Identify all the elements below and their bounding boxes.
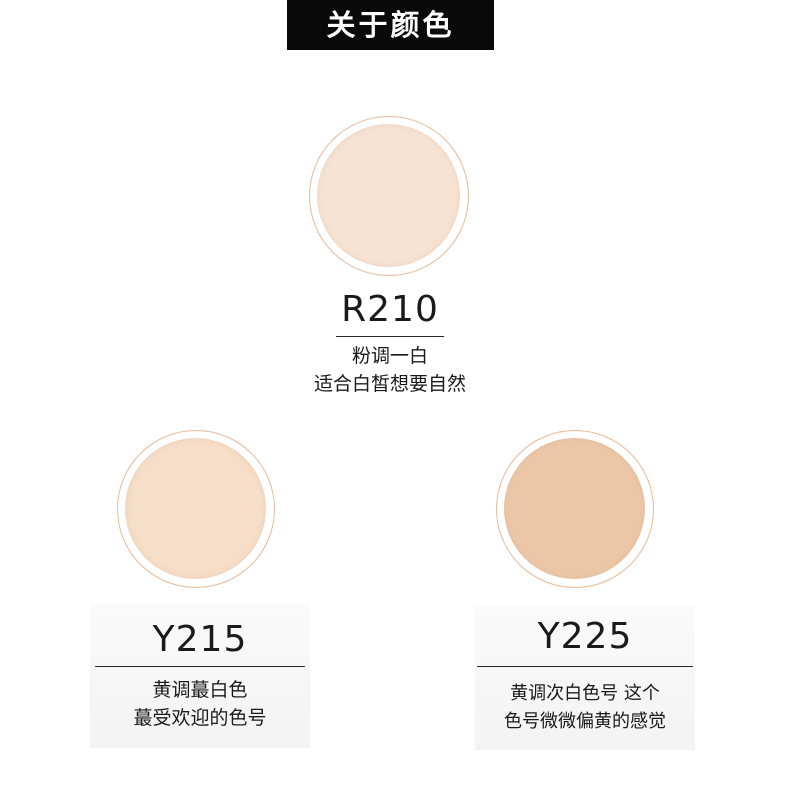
shade-code: Y215 xyxy=(152,619,248,660)
shade-divider xyxy=(477,666,693,667)
shade-divider xyxy=(95,666,305,667)
swatch-r210-fill xyxy=(317,124,460,267)
header-bar: 关于颜色 xyxy=(287,0,494,50)
swatch-r210 xyxy=(309,116,469,276)
shade-desc-line1: 黄调蕞白色 xyxy=(152,679,248,701)
shade-desc-line2: 蕞受欢迎的色号 xyxy=(133,707,267,729)
shade-card-y225: Y225 黄调次白色号 这个 色号微微偏黄的感觉 xyxy=(475,606,695,750)
shade-desc-line1: 粉调一白 xyxy=(351,345,428,367)
page-title: 关于颜色 xyxy=(326,7,455,42)
swatch-y225 xyxy=(496,430,654,588)
shade-desc-line2: 适合白皙想要自然 xyxy=(313,373,466,395)
swatch-y215-fill xyxy=(125,438,266,579)
shade-code: Y225 xyxy=(537,616,633,657)
shade-desc-line1: 黄调次白色号 这个 xyxy=(510,683,660,704)
shade-card-y215: Y215 黄调蕞白色 蕞受欢迎的色号 xyxy=(90,604,310,748)
swatch-y215 xyxy=(117,430,275,588)
shade-card-r210: R210 粉调一白 适合白皙想要自然 xyxy=(290,290,490,398)
swatch-y225-fill xyxy=(504,438,645,579)
shade-desc-line2: 色号微微偏黄的感觉 xyxy=(504,711,666,732)
shade-divider xyxy=(336,336,444,337)
shade-code: R210 xyxy=(341,289,439,330)
